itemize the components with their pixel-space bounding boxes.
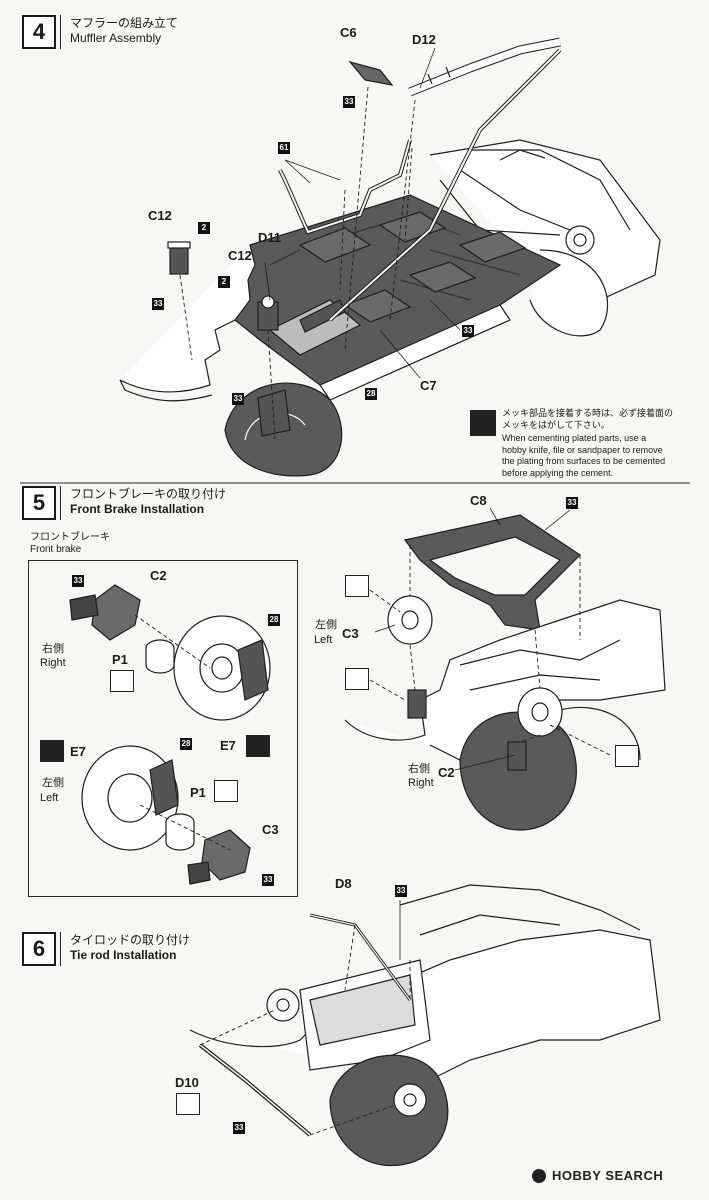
no-cement-icon-bottom	[214, 780, 238, 802]
inset-right-en: Right	[40, 657, 66, 669]
part-label-c7: C7	[420, 378, 437, 393]
tag-28: 28	[365, 388, 377, 400]
part-label-c8: C8	[470, 493, 487, 508]
no-cement-icon-a	[345, 575, 369, 597]
front-brake-subtitle-jp: フロントブレーキ	[30, 532, 110, 543]
part-label-c12-mid: C12	[228, 248, 252, 263]
main-left-jp: 左側	[315, 618, 337, 631]
step-5-number: 5	[22, 486, 56, 520]
step6-drawing	[189, 884, 661, 1167]
part-label-d10: D10	[175, 1075, 199, 1090]
step-4-divider	[60, 15, 61, 49]
tag-61: 61	[278, 142, 290, 154]
part-label-d12: D12	[412, 32, 436, 47]
plated-icon-e7-top	[246, 735, 270, 757]
main-tag-33: 33	[566, 497, 578, 509]
step5-inset-drawings	[69, 584, 271, 885]
step6-tag-33-bottom: 33	[233, 1122, 245, 1134]
main-left-en: Left	[314, 634, 333, 646]
inset-tag-33-top: 33	[72, 575, 84, 587]
step-4-title-jp: マフラーの組み立て	[70, 16, 179, 30]
inset-tag-28-top: 28	[268, 614, 280, 626]
tag-33-left: 33	[152, 298, 164, 310]
inset-tag-33-bottom: 33	[262, 874, 274, 886]
tag-2-mid: 2	[218, 276, 230, 288]
inset-label-c3: C3	[262, 822, 279, 837]
step-4-title-en: Muffler Assembly	[70, 31, 162, 45]
tag-2: 2	[198, 222, 210, 234]
plated-parts-icon	[470, 410, 496, 436]
hobby-search-logo-icon	[532, 1169, 546, 1183]
step-6-divider	[60, 932, 61, 966]
main-label-c2: C2	[438, 765, 455, 780]
inset-label-e7-top: E7	[220, 738, 236, 753]
plating-note-jp: メッキ部品を接着する時は、必ず接着面の メッキをはがして下さい。	[502, 409, 674, 431]
step-4-number: 4	[22, 15, 56, 49]
inset-label-p1-top: P1	[112, 652, 128, 667]
step-6-title: タイロッドの取り付け Tie rod Installation	[70, 933, 190, 963]
part-label-d11: D11	[258, 230, 282, 245]
step-5-title-en: Front Brake Installation	[70, 502, 205, 516]
step6-tag-33-top: 33	[395, 885, 407, 897]
plated-icon-e7-left	[40, 740, 64, 762]
no-cement-icon-top	[110, 670, 134, 692]
part-label-d8: D8	[335, 876, 352, 891]
inset-tag-28-bottom: 28	[180, 738, 192, 750]
main-label-c3: C3	[342, 626, 359, 641]
tag-33: 33	[343, 96, 355, 108]
front-brake-subtitle-en: Front brake	[30, 544, 82, 555]
step-6-title-jp: タイロッドの取り付け	[70, 933, 191, 947]
step-6-title-en: Tie rod Installation	[70, 948, 177, 962]
tag-33-right: 33	[462, 325, 474, 337]
part-label-c12: C12	[148, 208, 172, 223]
no-cement-icon-b	[345, 668, 369, 690]
main-right-jp: 右側	[408, 762, 430, 775]
tag-33-bottom: 33	[232, 393, 244, 405]
watermark: HOBBY SEARCH	[552, 1168, 664, 1183]
no-cement-icon-c	[615, 745, 639, 767]
inset-left-en: Left	[40, 792, 59, 804]
inset-label-p1-bottom: P1	[190, 785, 206, 800]
step-6-number: 6	[22, 932, 56, 966]
plating-note-en: When cementing plated parts, use a hobby…	[502, 433, 666, 478]
step-5-title-jp: フロントブレーキの取り付け	[70, 487, 227, 501]
part-label-c6: C6	[340, 25, 357, 40]
no-cement-icon-d10	[176, 1093, 200, 1115]
inset-left-jp: 左側	[42, 776, 64, 789]
step-4-title: マフラーの組み立て Muffler Assembly	[70, 16, 178, 46]
inset-label-e7-left: E7	[70, 744, 86, 759]
step-5-title: フロントブレーキの取り付け Front Brake Installation	[70, 487, 226, 517]
step5-main-drawing	[344, 507, 666, 831]
front-brake-inset-box	[28, 560, 298, 897]
inset-right-jp: 右側	[42, 642, 64, 655]
main-right-en: Right	[408, 777, 434, 789]
step-5-divider	[60, 486, 61, 520]
inset-label-c2: C2	[150, 568, 167, 583]
